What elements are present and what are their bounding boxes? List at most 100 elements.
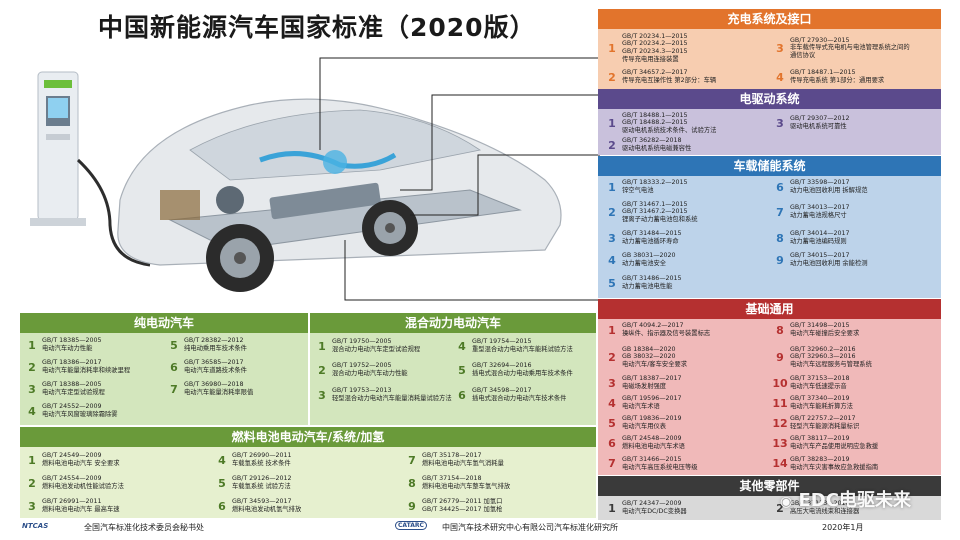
item-text: GB/T 18487.1—2015 传导充电系统 第1部分：通用要求 bbox=[790, 69, 885, 84]
item-number: 3 bbox=[318, 388, 326, 402]
wechat-icon: ◉ bbox=[780, 494, 793, 510]
item-number: 2 bbox=[608, 350, 616, 364]
item-number: 8 bbox=[776, 323, 784, 337]
item-text: GB/T 34657.2—2017 传导充电互操作性 第2部分：车辆 bbox=[622, 69, 717, 84]
item-text: GB/T 24554—2009 燃料电池发动机性能试验方法 bbox=[42, 475, 124, 490]
item-number: 2 bbox=[318, 363, 326, 377]
item-number: 3 bbox=[776, 116, 784, 130]
watermark: ◉ EDC电驱未来 bbox=[780, 486, 911, 512]
item-number: 8 bbox=[408, 476, 416, 490]
item-text: GB/T 26990—2011 车载氢系统 技术条件 bbox=[232, 452, 292, 467]
panel-fuel-title: 燃料电池电动汽车/系统/加氢 bbox=[20, 427, 596, 447]
item-text: GB/T 31466—2015 电动汽车高压系统电压等级 bbox=[622, 455, 698, 471]
fuel-item-1: 1 GB/T 24549—2009 燃料电池电动汽车 安全要求 bbox=[24, 449, 212, 471]
panel-hybrid-title: 混合动力电动汽车 bbox=[310, 313, 596, 333]
item-number: 1 bbox=[28, 338, 36, 352]
item-text: GB/T 24549—2009 燃料电池电动汽车 安全要求 bbox=[42, 452, 120, 467]
item-text: GB/T 18386—2017 电动汽车能量消耗率和续驶里程 bbox=[42, 359, 131, 374]
item-text: GB/T 18488.1—2015 GB/T 18488.2—2015 驱动电机… bbox=[622, 111, 717, 134]
item-text: GB/T 19754—2015 重型混合动力电动汽车能耗试验方法 bbox=[472, 338, 573, 353]
item-number: 7 bbox=[776, 205, 784, 219]
panel-charging-title: 充电系统及接口 bbox=[598, 9, 941, 29]
item-text: GB/T 18387—2017 电磁场发射强度 bbox=[622, 375, 682, 390]
hybrid-item-3: 3 GB/T 19753—2013 轻型混合动力电动汽车能量消耗量试验方法 bbox=[314, 383, 454, 407]
item-number: 5 bbox=[608, 416, 616, 430]
item-text: GB/T 24548—2009 燃料电池电动汽车术语 bbox=[622, 435, 685, 450]
item-number: 5 bbox=[170, 338, 178, 352]
item-number: 10 bbox=[772, 376, 788, 390]
item-text: GB/T 19753—2013 轻型混合动力电动汽车能量消耗量试验方法 bbox=[332, 387, 452, 402]
item-text: GB/T 29126—2012 车载氢系统 试验方法 bbox=[232, 475, 292, 490]
panel-fuel: 燃料电池电动汽车/系统/加氢 1 GB/T 24549—2009 燃料电池电动汽车… bbox=[20, 427, 596, 518]
item-text: GB/T 34015—2017 动力电池回收利用 余能检测 bbox=[790, 252, 868, 267]
item-text: GB/T 18388—2005 电动汽车定型试验规程 bbox=[42, 381, 105, 396]
item-number: 5 bbox=[458, 363, 466, 377]
item-number: 2 bbox=[608, 205, 616, 219]
item-number: 4 bbox=[458, 339, 466, 353]
item-number: 12 bbox=[772, 416, 788, 430]
item-number: 9 bbox=[776, 350, 784, 364]
item-number: 6 bbox=[170, 360, 178, 374]
item-text: GB/T 22757.2—2017 轻型汽车能源消耗量标识 bbox=[790, 415, 860, 430]
item-number: 11 bbox=[772, 396, 788, 410]
item-number: 1 bbox=[608, 180, 616, 194]
item-number: 9 bbox=[408, 499, 416, 513]
item-text: GB/T 18333.2—2015 锌空气电池 bbox=[622, 179, 688, 194]
item-text: GB/T 34598—2017 插电式混合动力电动汽车技术条件 bbox=[472, 387, 567, 402]
item-number: 1 bbox=[28, 453, 36, 467]
item-text: GB/T 19596—2017 电动汽车术语 bbox=[622, 395, 682, 410]
hybrid-item-4: 4 GB/T 19754—2015 重型混合动力电动汽车能耗试验方法 bbox=[454, 335, 594, 357]
basic-item-4: 4 GB/T 19596—2017 电动汽车术语 bbox=[604, 394, 770, 412]
panel-storage-title: 车载储能系统 bbox=[598, 156, 941, 176]
charging-station-illustration bbox=[30, 71, 151, 267]
item-text: GB/T 19750—2005 混合动力电动汽车定型试验规程 bbox=[332, 338, 421, 353]
item-number: 2 bbox=[608, 70, 616, 84]
item-number: 1 bbox=[608, 41, 616, 55]
item-text: GB/T 20234.1—2015 GB/T 20234.2—2015 GB/T… bbox=[622, 32, 688, 63]
item-number: 2 bbox=[28, 360, 36, 374]
electric-car-illustration bbox=[30, 57, 600, 301]
panel-motor-title: 电驱动系统 bbox=[598, 89, 941, 109]
item-text: GB/T 28382—2012 纯电动乘用车技术条件 bbox=[184, 337, 247, 352]
item-number: 6 bbox=[608, 436, 616, 450]
item-number: 7 bbox=[170, 382, 178, 396]
item-number: 8 bbox=[776, 231, 784, 245]
item-number: 6 bbox=[776, 180, 784, 194]
charging-item-1: 1 GB/T 20234.1—2015 GB/T 20234.2—2015 GB/… bbox=[604, 31, 770, 65]
item-number: 4 bbox=[608, 396, 616, 410]
item-number: 14 bbox=[772, 457, 788, 470]
item-number: 3 bbox=[28, 499, 36, 513]
item-number: 4 bbox=[608, 253, 616, 267]
item-text: GB/T 36980—2018 电动汽车能量消耗率限值 bbox=[184, 381, 254, 396]
item-number: 3 bbox=[28, 382, 36, 396]
item-number: 6 bbox=[218, 499, 226, 513]
item-text: GB/T 31486—2015 动力蓄电池电性能 bbox=[622, 275, 682, 290]
